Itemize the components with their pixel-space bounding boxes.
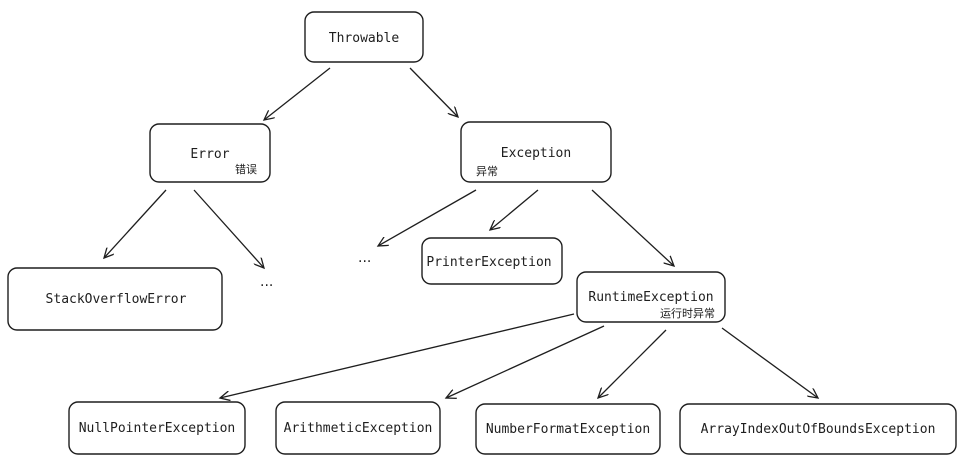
node-label: RuntimeException: [588, 290, 713, 305]
node-box: [68, 401, 246, 455]
node-box: [679, 403, 957, 455]
node-error: Error 错误: [149, 123, 271, 183]
node-box: [149, 123, 271, 183]
node-note: 异常: [476, 165, 498, 178]
node-box: [304, 11, 424, 63]
node-stackoverflowerror: StackOverflowError: [7, 267, 223, 331]
edges: [104, 67, 818, 398]
edge-exception-more: [378, 189, 477, 246]
node-label: NumberFormatException: [486, 422, 650, 437]
node-box: [275, 401, 441, 455]
edge-runtime-arrayindex: [721, 327, 818, 398]
node-numberformatexception: NumberFormatException: [475, 403, 661, 455]
node-printerexception: PrinterException: [421, 237, 563, 285]
edge-error-stackoverflow: [104, 189, 167, 258]
edge-throwable-error: [264, 67, 331, 120]
edge-runtime-nullpointer: [220, 313, 575, 398]
node-arithmeticexception: ArithmeticException: [275, 401, 441, 455]
node-label: PrinterException: [426, 255, 551, 270]
node-box: [421, 237, 563, 285]
node-throwable: Throwable: [304, 11, 424, 63]
node-exception: Exception 异常: [460, 121, 612, 183]
node-label: NullPointerException: [79, 421, 236, 436]
node-nullpointerexception: NullPointerException: [68, 401, 246, 455]
node-label: ArrayIndexOutOfBoundsException: [701, 422, 936, 437]
node-note: 错误: [235, 162, 257, 176]
edge-exception-printer: [490, 189, 539, 230]
node-box: [475, 403, 661, 455]
node-arrayindexoutofboundsexception: ArrayIndexOutOfBoundsException: [679, 403, 957, 455]
node-label: StackOverflowError: [46, 292, 187, 307]
node-box: [7, 267, 223, 331]
node-label: Error: [190, 147, 229, 162]
node-box: [460, 121, 612, 183]
ellipsis-exception-children: ...: [358, 250, 371, 266]
node-note: 运行时异常: [660, 307, 715, 320]
ellipsis-error-children: ...: [260, 274, 273, 290]
edge-error-more: [193, 189, 264, 268]
edge-runtime-numberformat: [598, 329, 667, 398]
node-runtimeexception: RuntimeException 运行时异常: [576, 271, 726, 323]
node-label: Throwable: [329, 31, 400, 46]
node-label: ArithmeticException: [284, 421, 433, 436]
edge-exception-runtime: [591, 189, 674, 266]
edge-runtime-arithmetic: [446, 325, 605, 398]
edge-throwable-exception: [409, 67, 458, 117]
node-box: [576, 271, 726, 323]
node-label: Exception: [501, 146, 571, 161]
